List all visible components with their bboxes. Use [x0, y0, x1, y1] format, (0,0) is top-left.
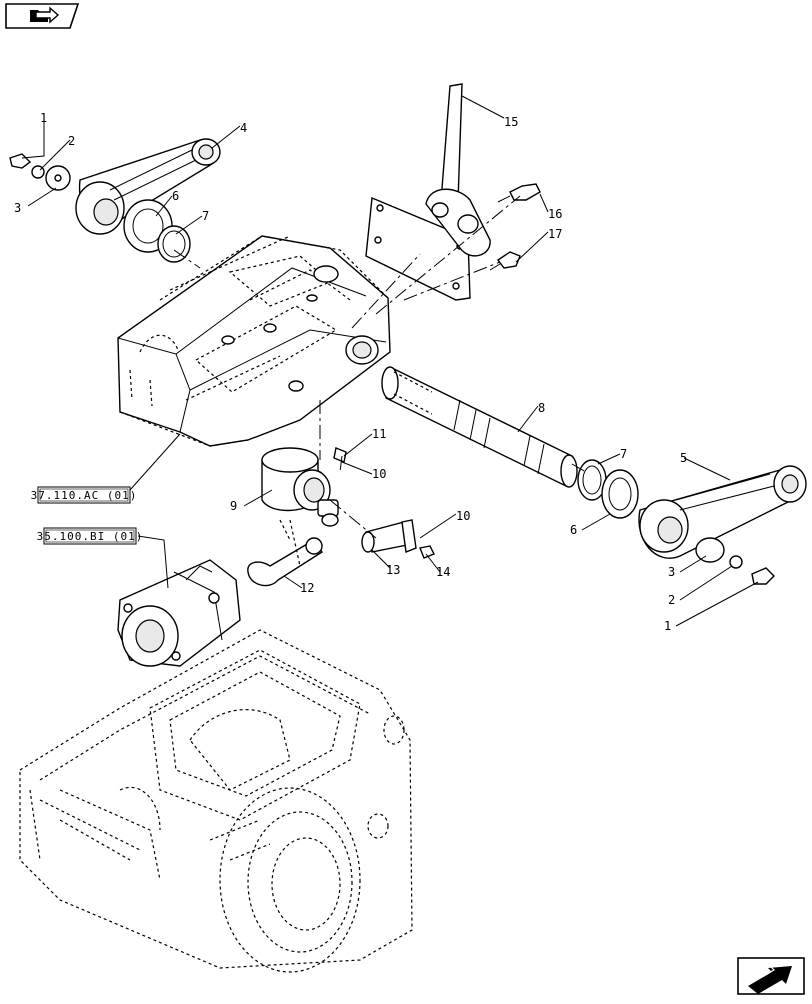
callout-3-right: 3 [668, 565, 675, 579]
reference-box-35-100-bi[interactable]: 35.100.BI (01) [37, 527, 144, 545]
callout-6-left: 6 [172, 189, 179, 203]
cylinder-assembly [247, 447, 435, 587]
callout-4: 4 [240, 121, 247, 135]
callout-3-left: 3 [14, 201, 21, 215]
next-page-arrow-icon [748, 963, 792, 994]
reference-box-37-110-ac[interactable]: 37.110.AC (01) [31, 486, 138, 504]
callout-11: 11 [372, 427, 386, 441]
leader-lines [21, 95, 759, 627]
callout-10-lower: 10 [456, 509, 470, 523]
callout-13: 13 [386, 563, 400, 577]
control-lever-assembly [365, 83, 541, 301]
callout-1-left: 1 [40, 111, 47, 125]
callout-numbers: 1 2 3 4 6 7 15 16 17 8 7 6 5 3 2 1 11 10… [14, 111, 687, 633]
reference-label: 37.110.AC (01) [31, 489, 138, 502]
callout-16: 16 [548, 207, 562, 221]
callout-17: 17 [548, 227, 562, 241]
right-lift-arm-assembly [577, 459, 807, 585]
callout-1-right: 1 [664, 619, 671, 633]
cross-shaft [381, 366, 578, 488]
next-page-button[interactable] [737, 957, 805, 995]
callout-10-upper: 10 [372, 467, 386, 481]
callout-8: 8 [538, 401, 545, 415]
reference-label: 35.100.BI (01) [37, 530, 144, 543]
callout-14: 14 [436, 565, 450, 579]
callout-9: 9 [230, 499, 237, 513]
callout-2-left: 2 [68, 134, 75, 148]
callout-15: 15 [504, 115, 518, 129]
transmission-housing [19, 629, 413, 973]
callout-5: 5 [680, 451, 687, 465]
left-lift-arm-assembly [9, 138, 221, 263]
callout-7-left: 7 [202, 209, 209, 223]
hydraulic-pump [117, 559, 241, 667]
lift-housing [117, 235, 391, 447]
folder-arrow-icon [30, 6, 60, 24]
assembly-center-lines [173, 195, 587, 539]
callout-7-right: 7 [620, 447, 627, 461]
callout-12: 12 [300, 581, 314, 595]
callout-2-right: 2 [668, 593, 675, 607]
callout-6-right: 6 [570, 523, 577, 537]
folder-nav-button[interactable] [5, 3, 80, 29]
